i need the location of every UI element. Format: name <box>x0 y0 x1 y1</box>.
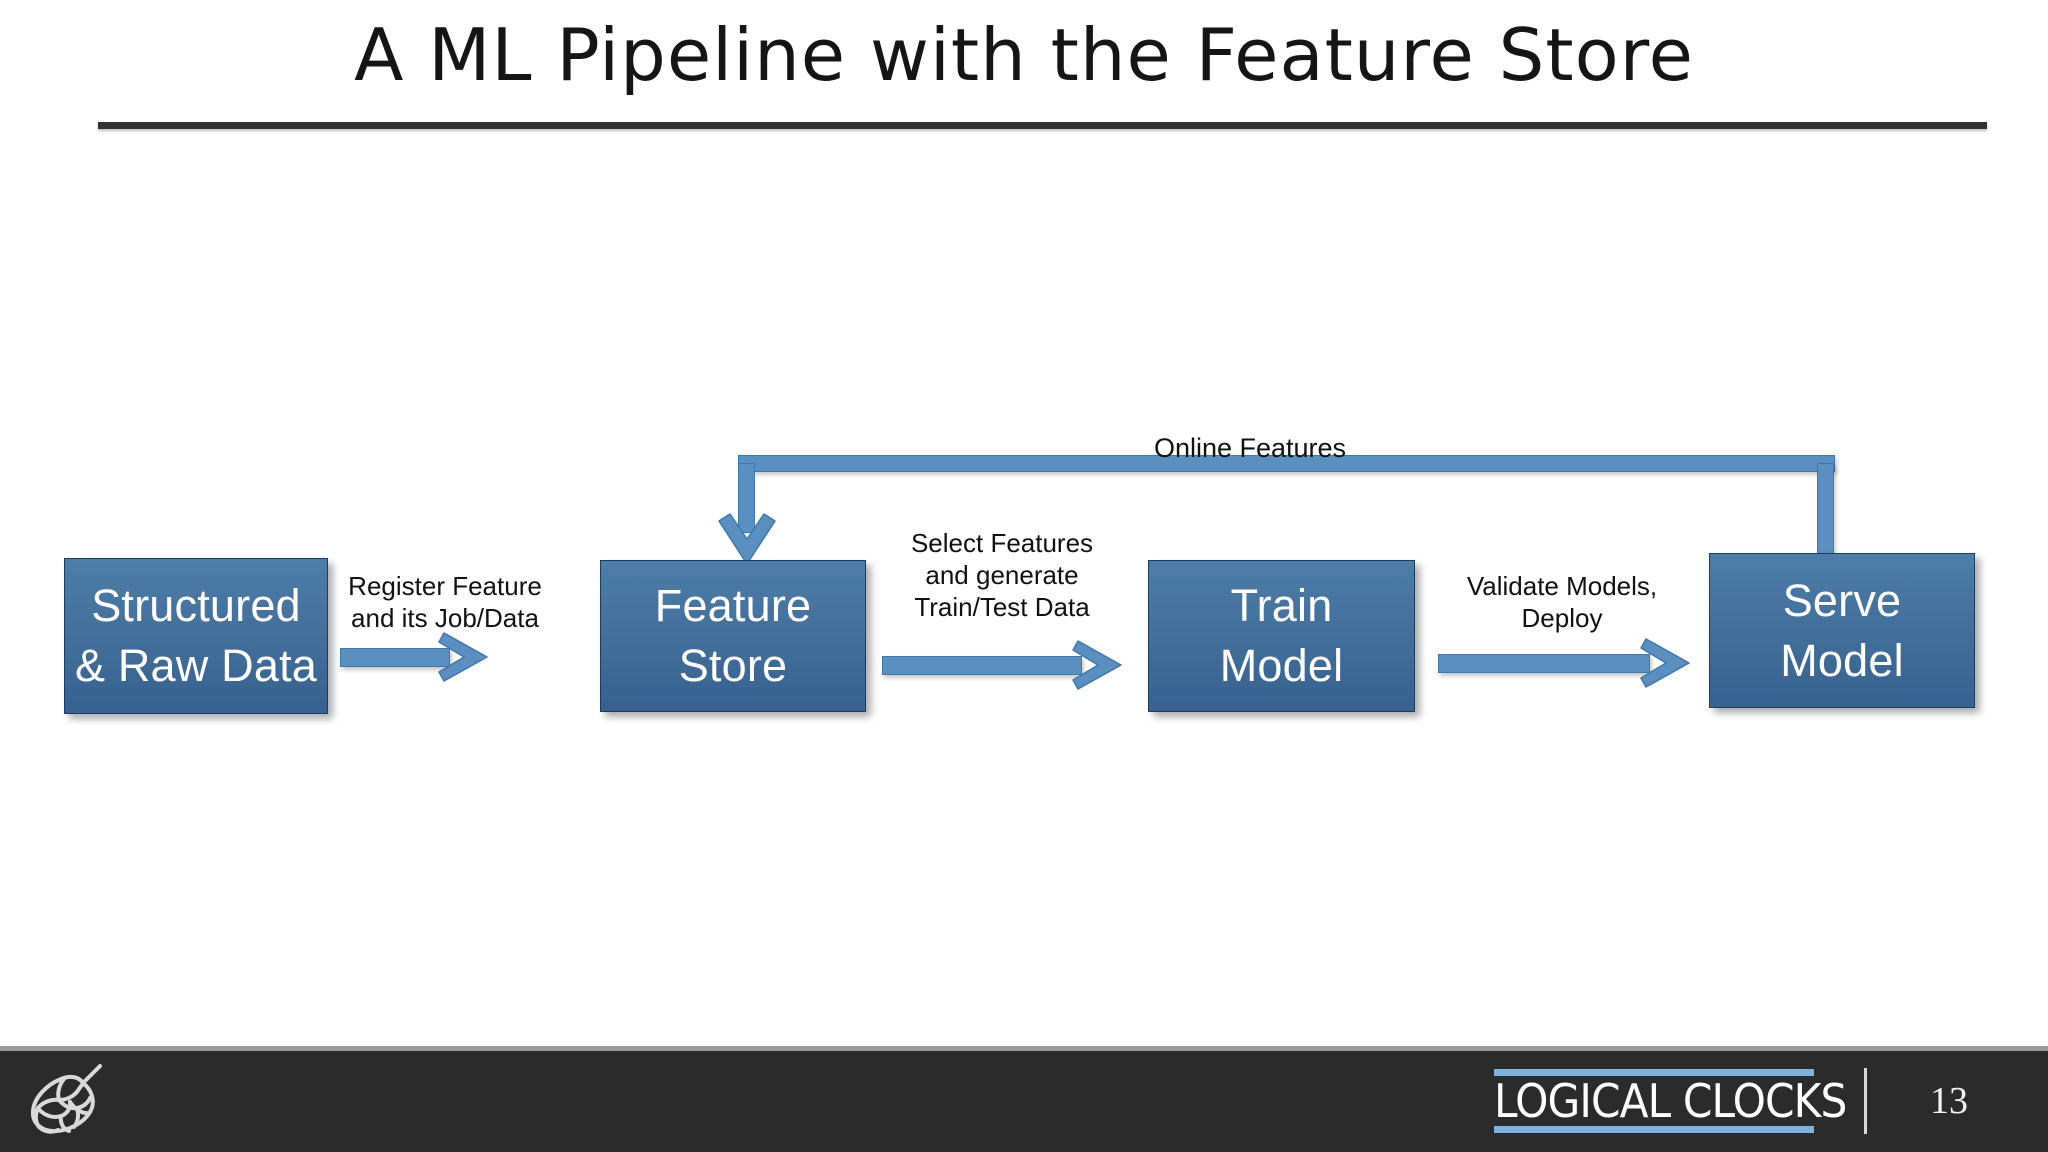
brand-wordmark: LOGICAL CLOCKS <box>1494 1074 1847 1128</box>
edge-label-online-features: Online Features <box>1030 432 1470 464</box>
edge-label-select-features-line2: and generate <box>925 560 1079 590</box>
node-structured-raw-data-line1: Structured <box>91 580 301 631</box>
slide-footer <box>0 1046 2048 1152</box>
arrow-shaft <box>882 656 1082 675</box>
elbow-right-riser <box>1817 463 1834 563</box>
edge-label-select-features-line1: Select Features <box>910 528 1094 558</box>
node-structured-raw-data[interactable]: Structured & Raw Data <box>64 558 328 714</box>
node-feature-store-line1: Feature <box>654 580 812 631</box>
node-structured-raw-data-line2: & Raw Data <box>74 640 318 691</box>
edge-label-register-feature-line1: Register Feature <box>348 571 542 601</box>
edge-label-validate-models-line1: Validate Models, <box>1466 571 1658 601</box>
arrow-shaft <box>340 648 450 667</box>
brand-accent-bar-bottom <box>1494 1126 1814 1133</box>
edge-arrow-validate-models <box>1438 638 1690 688</box>
elbow-left-drop <box>738 463 755 533</box>
title-divider <box>98 122 1987 129</box>
edge-label-select-features-line3: Train/Test Data <box>914 592 1090 622</box>
arrow-shaft <box>1438 654 1650 673</box>
node-serve-model-line1: Serve <box>1782 574 1902 626</box>
arrowhead-right-icon <box>1072 640 1122 690</box>
edge-label-register-feature: Register Feature and its Job/Data <box>330 570 560 634</box>
page-title: A ML Pipeline with the Feature Store <box>354 13 1694 97</box>
node-feature-store-line2: Store <box>678 640 788 691</box>
arrowhead-right-icon <box>438 632 488 682</box>
node-serve-model-line2: Model <box>1780 634 1904 686</box>
brand-accent-bar-top <box>1494 1069 1814 1076</box>
arrowhead-down-icon <box>718 513 776 565</box>
edge-online-features-connector <box>718 455 1835 565</box>
node-serve-model[interactable]: Serve Model <box>1709 553 1975 708</box>
edge-label-online-features-text: Online Features <box>1153 433 1347 463</box>
edge-arrow-register-feature <box>340 632 488 682</box>
node-feature-store[interactable]: Feature Store <box>600 560 866 712</box>
node-train-model[interactable]: Train Model <box>1148 560 1415 712</box>
node-train-model-line2: Model <box>1219 640 1344 691</box>
edge-label-validate-models-line2: Deploy <box>1521 603 1603 633</box>
logical-clocks-logo: LOGICAL CLOCKS <box>1494 1068 1847 1134</box>
edge-label-validate-models: Validate Models, Deploy <box>1422 570 1702 634</box>
arrowhead-right-icon <box>1640 638 1690 688</box>
edge-arrow-select-features <box>882 640 1122 690</box>
node-train-model-line1: Train <box>1230 580 1333 631</box>
edge-label-register-feature-line2: and its Job/Data <box>351 603 539 633</box>
hops-logo-icon <box>26 1058 116 1142</box>
page-number: 13 <box>1930 1080 1968 1122</box>
edge-label-select-features: Select Features and generate Train/Test … <box>872 527 1132 623</box>
footer-divider <box>1864 1068 1867 1134</box>
